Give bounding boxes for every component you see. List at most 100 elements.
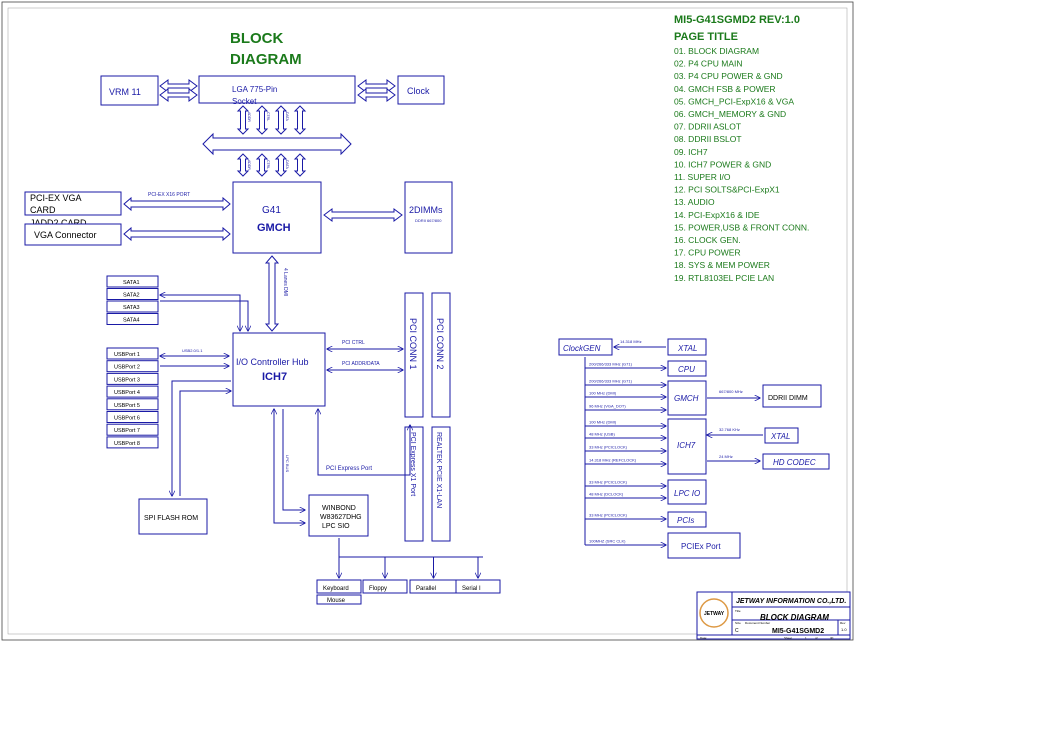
usb-port	[106, 436, 159, 449]
page-index-item: 01. BLOCK DIAGRAM	[674, 46, 759, 56]
cpu-label-line1: LGA 775-Pin	[232, 85, 277, 94]
clk-pci-block	[667, 511, 707, 528]
pciex-vga-label-line1: PCI-EX VGA	[30, 193, 82, 203]
cpu-clock-arrow	[357, 79, 396, 102]
clk-cpu-label: CPU	[678, 365, 695, 374]
logo-text: JETWAY	[704, 611, 725, 617]
winbond-label-line3: LPC SIO	[322, 523, 350, 530]
sio-device	[362, 579, 408, 594]
pci-conn2-block	[431, 292, 451, 418]
pci-conn1-label: PCI CONN 1	[408, 318, 418, 370]
vga-connector-label: VGA Connector	[34, 230, 97, 240]
clock-frequency-label: 200/266/333 MHz (G71)	[589, 362, 633, 367]
lpc-bus-label: LPC BUS	[285, 455, 290, 472]
usb-port	[106, 347, 159, 360]
clock-frequency-label: 100MHZ (SRC CLK)	[589, 539, 626, 544]
dimm-block	[404, 181, 453, 254]
clk-lpc-block	[667, 479, 707, 505]
sata-port-label: SATA2	[123, 293, 140, 299]
usb-port-label: USBPort 1	[114, 352, 140, 358]
clk-cpu-block	[667, 360, 707, 377]
date-label: Date:	[700, 636, 707, 640]
rev-value: 1.0	[841, 627, 847, 632]
usb-port	[106, 372, 159, 385]
hd-freq-label: 24 MHz	[719, 454, 733, 459]
fsb-bus-label: DATA	[285, 160, 289, 169]
realtek-lan-block	[431, 426, 451, 542]
fsb-bus-label: ADDR	[247, 160, 251, 170]
winbond-sio-block	[308, 494, 369, 537]
page-index-item: 07. DDRII ASLOT	[674, 122, 741, 132]
of-label: of	[815, 636, 818, 640]
vrm-cpu-arrow	[159, 79, 198, 102]
usb-port-label: USBPort 8	[114, 441, 140, 447]
page-index-item: 04. GMCH FSB & POWER	[674, 84, 776, 94]
page-title-heading: PAGE TITLE	[674, 31, 738, 43]
ich-xtal-freq-label: 32.768 KHz	[719, 427, 740, 432]
realtek-lan-label: REALTEK PCIE X1-LAN	[435, 432, 442, 508]
page-index-item: 08. DDRII BSLOT	[674, 134, 742, 144]
dimm-label: 2DIMMs	[409, 205, 443, 215]
usb-port-label: USBPort 7	[114, 428, 140, 434]
sio-device	[316, 579, 362, 594]
clock-frequency-label: 48 MHz (DCLOCK)	[589, 492, 624, 497]
sata-port	[106, 275, 159, 288]
clock-frequency-label: 100 MHz (DMI)	[589, 391, 617, 396]
clk-hdcodec-block	[762, 453, 830, 470]
diagram-title-line1: BLOCK	[230, 30, 283, 47]
xtal-block	[667, 338, 707, 356]
sata-port	[106, 300, 159, 313]
clock-tree: ClockGEN 14.318 MHz XTAL CPU GMCH 667/80…	[558, 338, 830, 559]
size-value: C	[735, 628, 739, 634]
adc-card-label: JADD2 CARD	[30, 218, 87, 228]
title-label: Title	[735, 609, 741, 613]
page-index-item: 14. PCI-ExpX16 & IDE	[674, 210, 760, 220]
sata-port	[106, 313, 159, 325]
vrm-block	[100, 75, 159, 106]
page-index-item: 09. ICH7	[674, 147, 708, 157]
usb-port-label: USBPort 6	[114, 416, 140, 422]
rev-label: Rev	[840, 621, 846, 625]
pcie-x1-port-label: PCI Express X1 Port	[409, 432, 416, 496]
clk-ich-xtal-block	[764, 427, 799, 444]
page-index-item: 15. POWER,USB & FRONT CONN.	[674, 222, 809, 232]
clock-label: Clock	[407, 86, 430, 96]
clock-block	[397, 75, 445, 105]
spi-flash-block	[138, 498, 208, 535]
clock-frequency-label: 14.318 MHz (REFCLOCK)	[589, 458, 637, 463]
xtal-label: XTAL	[677, 344, 697, 353]
sio-device-label: Parallel	[416, 586, 436, 592]
clock-frequency-label: 33 MHz (PCICLOCK)	[589, 513, 628, 518]
sheet-value: 1	[805, 636, 807, 640]
fsb-bus-label: CTRL	[266, 160, 270, 169]
dmi-arrow	[264, 255, 280, 332]
jetway-logo	[699, 598, 729, 628]
clock-frequency-label: 96 MHz (VGA_DOT)	[589, 404, 626, 409]
pciex-vga-label-line2: CARD	[30, 205, 56, 215]
sata-port	[106, 288, 159, 300]
docnum-value: MI5-G41SGMD2	[772, 628, 824, 635]
clock-frequency-label: 100 MHz (DMI)	[589, 420, 617, 425]
sio-device	[455, 579, 501, 594]
cpu-socket-block	[198, 75, 356, 104]
clk-ich-block	[667, 418, 707, 475]
usb-port-label: USBPort 5	[114, 403, 140, 409]
doc-title: BLOCK DIAGRAM	[760, 613, 829, 622]
usb-port	[106, 360, 159, 373]
clk-pcie-block	[667, 532, 741, 559]
winbond-label-line1: WINBOND	[322, 505, 356, 512]
page-index-item: 18. SYS & MEM POWER	[674, 260, 770, 270]
page-index-item: 12. PCI SOLTS&PCI-ExpX1	[674, 185, 780, 195]
clk-ich-label: ICH7	[677, 441, 696, 450]
sio-mouse-label: Mouse	[327, 598, 346, 604]
page-index-item: 19. RTL8103EL PCIE LAN	[674, 273, 774, 283]
pci-addr-label: PCI ADDR/DATA	[342, 361, 380, 367]
sio-device-label: Keyboard	[323, 586, 349, 592]
title-block: JETWAY JETWAY INFORMATION CO.,LTD. Title…	[696, 591, 851, 640]
gmch-dimm-arrow	[323, 208, 403, 222]
sata-port-label: SATA1	[123, 280, 140, 286]
